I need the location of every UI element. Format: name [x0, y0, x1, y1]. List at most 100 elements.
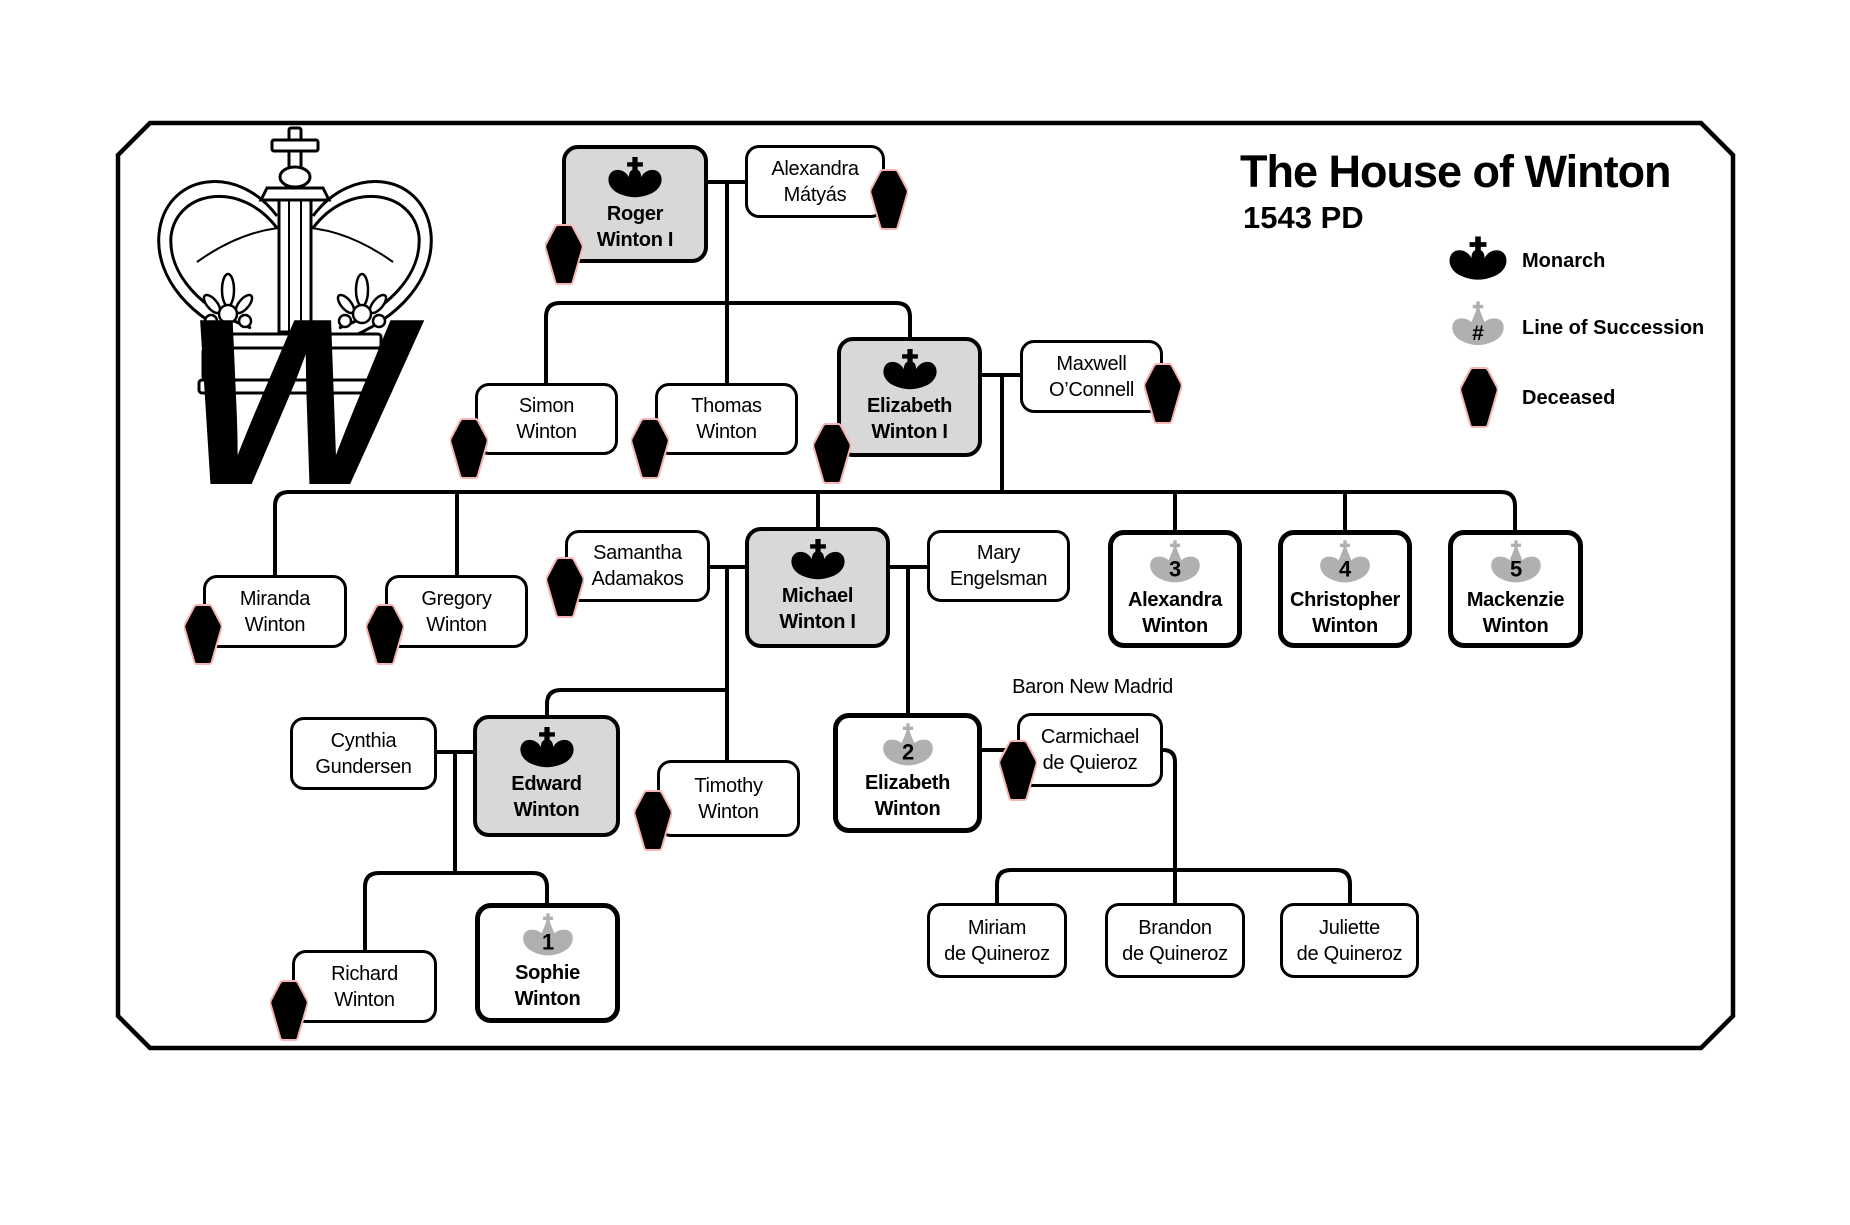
person-name: de Quineroz	[1122, 942, 1228, 965]
person-name: Miriam	[967, 916, 1027, 939]
person-name: Winton	[696, 421, 757, 443]
baron-new-madrid-label: Baron New Madrid	[1012, 676, 1173, 698]
succession-number: 5	[1510, 557, 1522, 582]
page-subtitle: 1543 PD	[1243, 200, 1364, 235]
person-name: Winton I	[779, 611, 856, 633]
person-name: Winton	[516, 421, 577, 443]
person-name: Mátyás	[783, 183, 847, 206]
person-name: Mary	[976, 542, 1021, 564]
legend-succession-crown-icon: #	[1452, 301, 1504, 346]
deceased-coffin-icon	[184, 604, 222, 665]
succession-number: 4	[1339, 557, 1352, 582]
person-miriam-de-quineroz: Miriam de Quineroz	[927, 903, 1067, 978]
person-name: Timothy	[694, 774, 763, 797]
succession-number: 1	[542, 930, 554, 955]
person-name: Winton	[514, 988, 581, 1010]
person-name: O’Connell	[1048, 378, 1135, 401]
succession-crown-icon: 1	[522, 913, 573, 956]
succession-number: 2	[902, 740, 914, 765]
person-name: Winton	[426, 613, 487, 636]
monarch-crown-icon	[882, 349, 937, 390]
person-name: de Quineroz	[944, 942, 1050, 965]
person-carmichael-de-quieroz: Carmichael de Quieroz	[1017, 713, 1163, 787]
person-name: Alexandra	[1127, 589, 1222, 611]
person-brandon-de-quineroz: Brandon de Quineroz	[1105, 903, 1245, 978]
person-name: Alexandra	[771, 157, 859, 180]
deceased-coffin-icon	[366, 604, 404, 665]
person-name: de Quieroz	[1042, 752, 1138, 774]
succession-crown-icon: 5	[1490, 540, 1541, 583]
person-name: Winton	[1142, 615, 1208, 637]
legend-monarch-label: Monarch	[1522, 250, 1606, 272]
person-name: Elizabeth	[866, 395, 953, 417]
person-name: Winton I	[871, 421, 948, 443]
person-name: Winton I	[596, 229, 674, 251]
person-name: Thomas	[691, 395, 762, 417]
person-name: Miranda	[239, 587, 311, 610]
house-winton-crown-logo: W	[157, 126, 433, 535]
deceased-coffin-icon	[870, 169, 908, 230]
person-name: Winton	[1312, 615, 1378, 637]
logo-letter-w: W	[183, 270, 425, 535]
person-name: Maxwell	[1056, 352, 1127, 375]
person-name: Mackenzie	[1466, 589, 1565, 611]
succession-number: 3	[1169, 557, 1181, 582]
person-name: Carmichael	[1040, 726, 1140, 748]
deceased-coffin-icon	[545, 224, 583, 285]
person-name: Winton	[874, 798, 941, 820]
person-name: Edward	[511, 773, 582, 795]
person-name: Richard	[331, 962, 398, 985]
monarch-crown-icon	[608, 157, 662, 198]
person-name: Roger	[606, 203, 664, 225]
person-name: Winton	[244, 613, 306, 636]
person-name: Gundersen	[315, 755, 412, 778]
monarch-crown-icon	[790, 539, 845, 580]
person-name: Engelsman	[949, 568, 1048, 590]
deceased-coffin-icon	[450, 418, 488, 479]
person-name: Samantha	[593, 542, 682, 564]
deceased-coffin-icon	[1144, 363, 1182, 424]
legend-deceased-coffin-icon	[1460, 367, 1498, 428]
deceased-coffin-icon	[999, 740, 1037, 801]
deceased-coffin-icon	[813, 423, 851, 484]
person-name: Sophie	[515, 962, 580, 984]
legend-succession-label: Line of Succession	[1522, 317, 1705, 339]
deceased-coffin-icon	[634, 790, 672, 851]
person-name: Winton	[1482, 615, 1549, 637]
person-name: Juliette	[1319, 916, 1380, 939]
person-name: Winton	[334, 988, 395, 1011]
legend-monarch-crown-icon	[1449, 236, 1507, 280]
succession-crown-icon: 2	[882, 723, 933, 766]
legend-deceased-label: Deceased	[1522, 387, 1616, 409]
legend-succession-symbol: #	[1472, 322, 1484, 345]
page-title: The House of Winton	[1240, 146, 1672, 197]
succession-crown-icon: 4	[1320, 540, 1370, 583]
succession-crown-icon: 3	[1150, 540, 1200, 583]
person-name: Christopher	[1289, 589, 1401, 611]
person-name: Winton	[698, 800, 759, 823]
person-name: Brandon	[1138, 916, 1212, 939]
person-name: Elizabeth	[864, 772, 951, 794]
deceased-coffin-icon	[546, 557, 584, 618]
monarch-crown-icon	[519, 727, 574, 768]
